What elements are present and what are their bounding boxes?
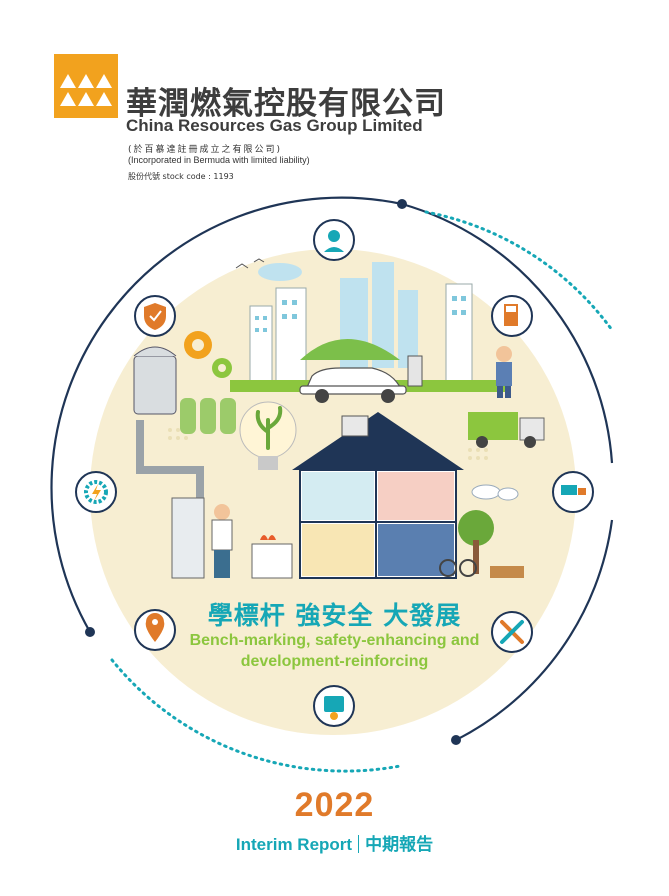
report-title: Interim Report 中期報告 bbox=[0, 830, 669, 855]
shield-icon bbox=[134, 295, 176, 337]
stock-code: 股份代號 stock code : 1193 bbox=[128, 172, 234, 181]
house-cutaway bbox=[292, 412, 464, 579]
electric-car bbox=[299, 355, 423, 403]
location-pin-icon bbox=[134, 609, 176, 651]
title-divider bbox=[358, 835, 360, 853]
fuel-pump-icon bbox=[491, 295, 533, 337]
ring-node-dot bbox=[451, 735, 461, 745]
outer-ring-arc-right bbox=[401, 202, 614, 464]
tree-and-bicycle bbox=[439, 510, 524, 578]
gears-graphic bbox=[184, 331, 232, 378]
dotted-arc-bottom bbox=[110, 658, 402, 773]
dotted-arc-top bbox=[424, 210, 614, 332]
tools-icon bbox=[491, 611, 533, 653]
gas-truck bbox=[468, 412, 545, 448]
slogan-cn: 學標杆 強安全 大發展 bbox=[207, 601, 462, 630]
kitchen-scene bbox=[171, 497, 293, 579]
slogan-en-line2: development-reinforcing bbox=[240, 653, 429, 670]
clouds bbox=[471, 484, 519, 501]
delivery-truck-icon bbox=[552, 471, 594, 513]
logo-mark-icon bbox=[60, 74, 112, 106]
report-title-en: Interim Report bbox=[235, 835, 353, 854]
company-logo bbox=[54, 54, 118, 118]
slogan-en-line1: Bench-marking, safety-enhancing and bbox=[189, 632, 480, 649]
touch-screen-icon bbox=[313, 685, 355, 727]
company-name-cn: 華潤燃氣控股有限公司 bbox=[126, 86, 446, 122]
outer-ring-arc-left bbox=[50, 196, 403, 633]
report-title-cn: 中期報告 bbox=[365, 835, 434, 855]
halftone-dots bbox=[168, 428, 488, 460]
ring-node-dot bbox=[397, 199, 407, 209]
cover-illustration bbox=[50, 196, 614, 773]
report-year: 2022 bbox=[294, 786, 375, 824]
company-name-en: China Resources Gas Group Limited bbox=[126, 116, 423, 135]
lightbulb-plant bbox=[239, 401, 297, 470]
customer-service-icon bbox=[313, 219, 355, 261]
incorporation-note-cn: (於百慕達註冊成立之有限公司) bbox=[128, 145, 283, 155]
outer-ring-arc-lower-right bbox=[455, 519, 614, 741]
incorporation-note-en: (Incorporated in Bermuda with limited li… bbox=[128, 155, 310, 165]
gas-storage-tanks bbox=[133, 346, 236, 520]
gear-power-icon bbox=[75, 471, 117, 513]
ring-node-dot bbox=[85, 627, 95, 637]
worker-figure bbox=[496, 346, 512, 398]
